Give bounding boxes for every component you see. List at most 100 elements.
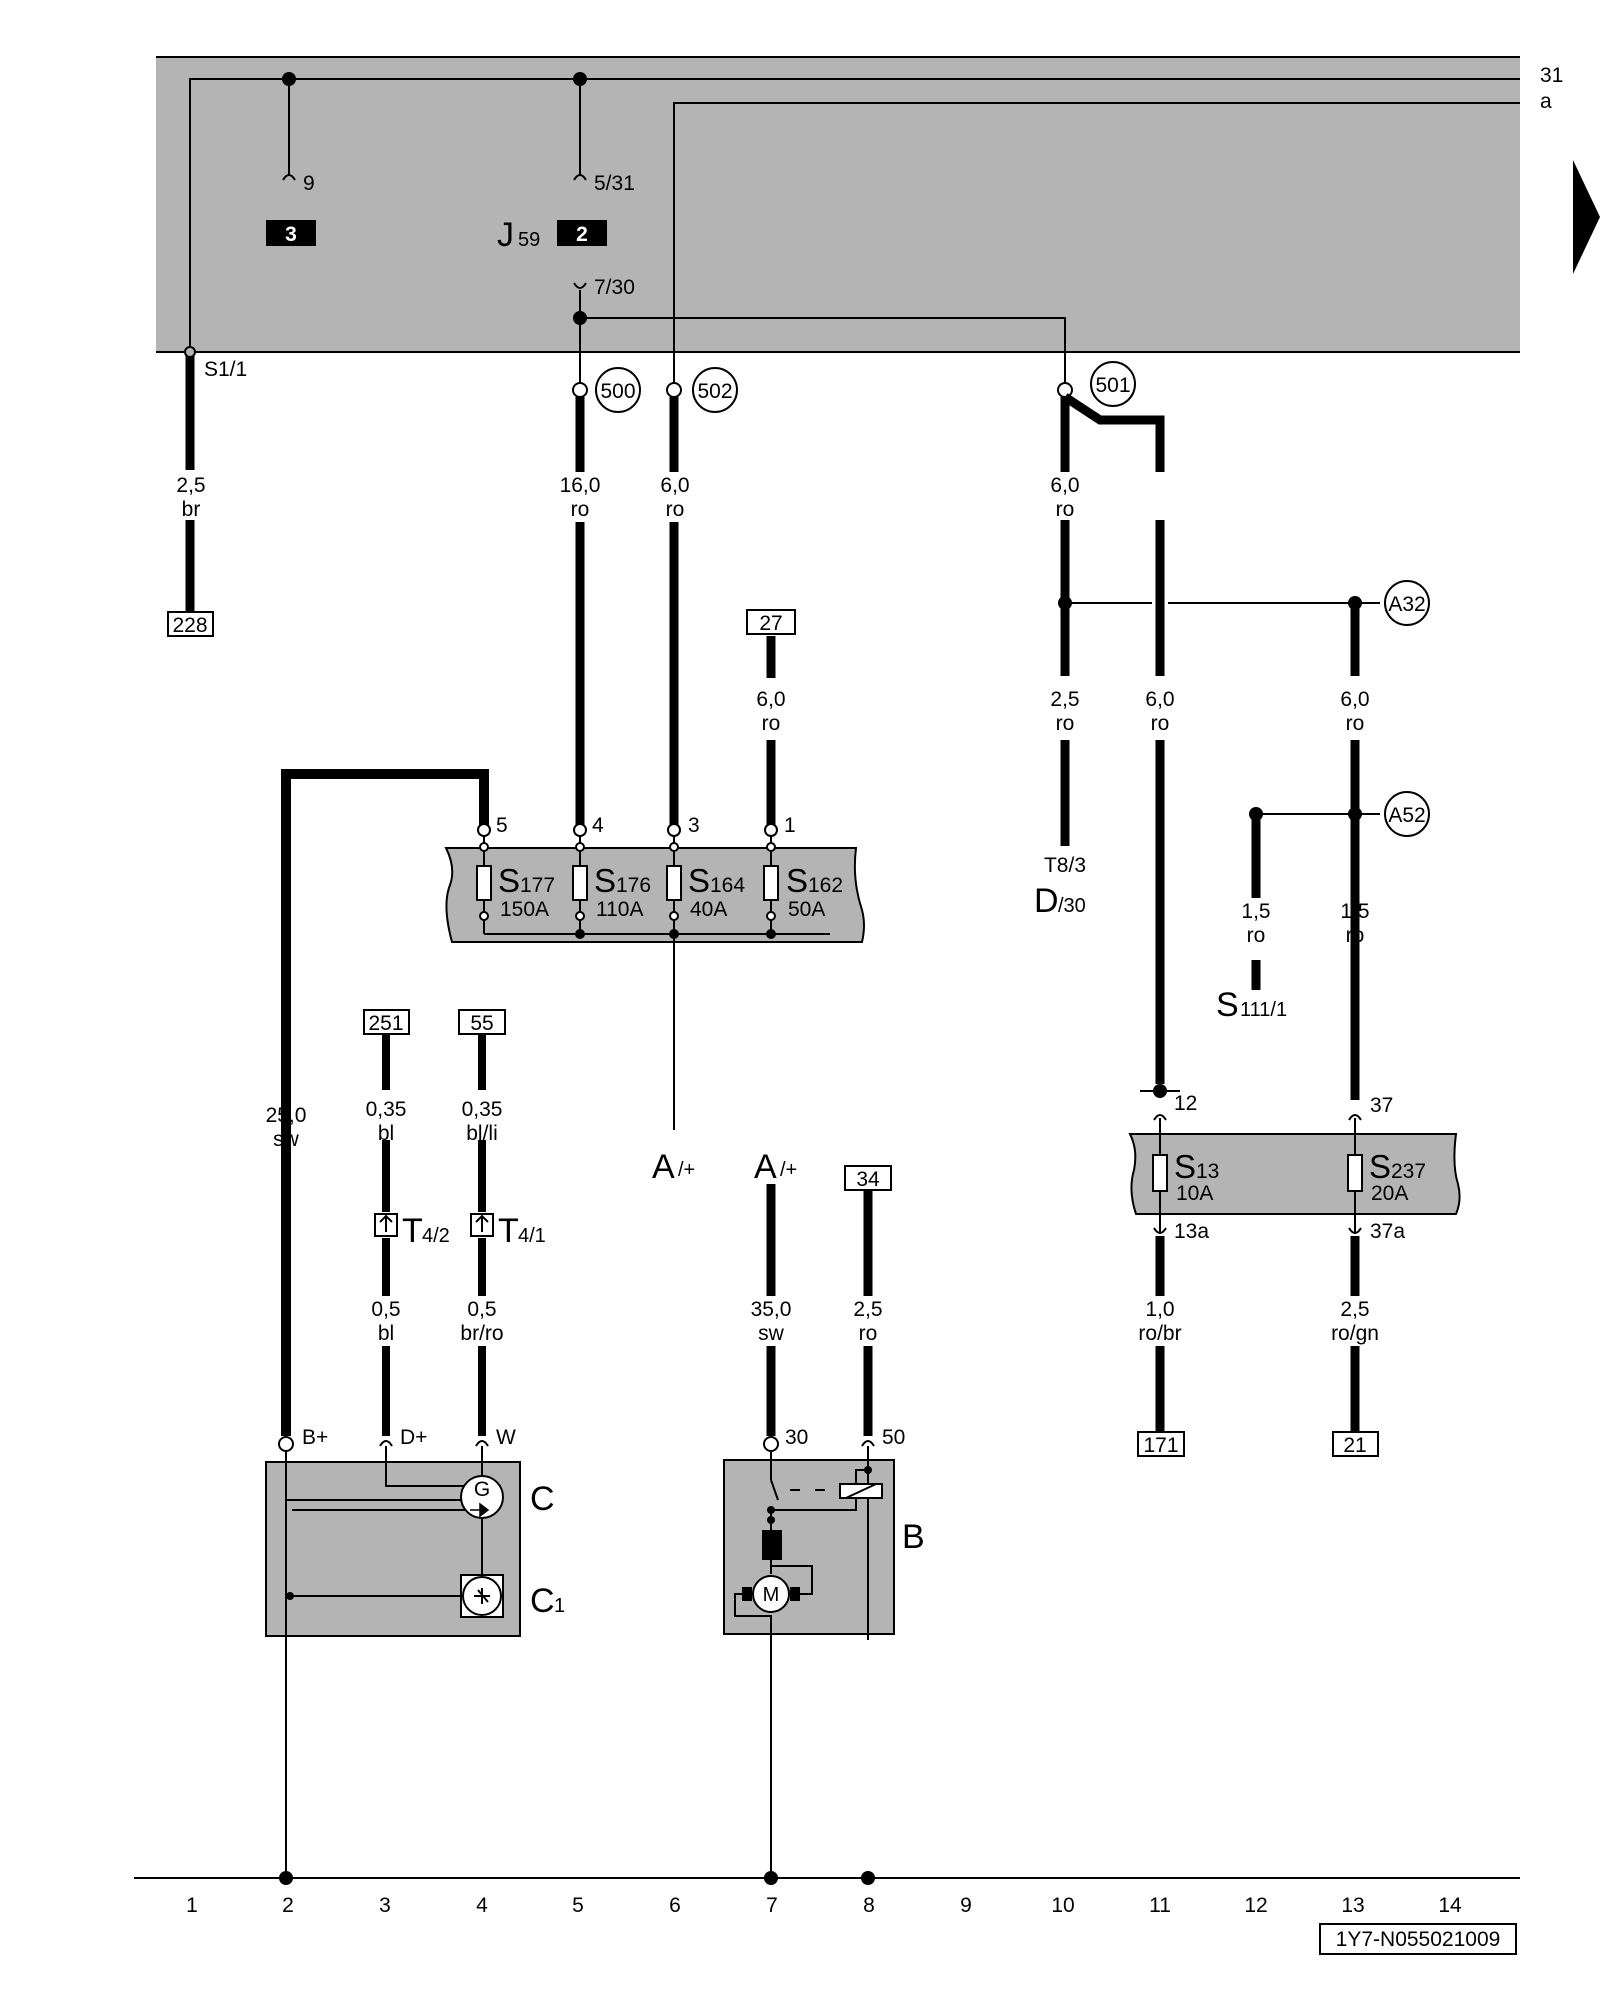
track-ruler: 1 2 3 4 5 6 7 8 9 10 11 12 13 14 — [186, 1894, 1462, 1917]
generator-symbol-text: G — [474, 1478, 490, 1501]
starter-label: B — [902, 1518, 925, 1556]
slot-2-badge — [557, 220, 607, 246]
connector-t4-1-icon — [470, 1213, 494, 1237]
pin-dplus-label: D+ — [400, 1426, 427, 1449]
wire-color-label: sw — [273, 1128, 300, 1151]
fuse-pin-label: 3 — [688, 814, 700, 837]
fuse-box-2 — [1128, 1084, 1461, 1234]
alternator-block[interactable] — [265, 1436, 521, 1878]
track-number: 2 — [282, 1894, 294, 1917]
junction-markers — [572, 361, 1136, 413]
ref-box-55[interactable] — [458, 1009, 506, 1035]
connector-d-letter: D — [1034, 882, 1059, 920]
fuse-sub: 13 — [1196, 1160, 1219, 1183]
wire-color-label: br/ro — [460, 1322, 503, 1345]
ref-251-text: 251 — [368, 1012, 403, 1035]
ref-55-text: 55 — [470, 1012, 493, 1035]
track-number: 11 — [1149, 1894, 1171, 1917]
wire-size-label: 1,0 — [1145, 1298, 1174, 1321]
wire-track-10-11-13 — [1058, 393, 1380, 1100]
pin-9-label: 9 — [303, 172, 315, 195]
wire-track-11-13-lower — [1155, 1236, 1360, 1432]
track-number: 3 — [379, 1894, 391, 1917]
ref-228-text: 228 — [172, 614, 207, 637]
wire-color-label: ro — [1247, 924, 1266, 947]
wire-color-label: ro/br — [1138, 1322, 1181, 1345]
ref-34-text: 34 — [856, 1168, 880, 1191]
pin-7-30-label: 7/30 — [594, 276, 635, 299]
fuse-letter: S — [1174, 1148, 1196, 1185]
wire-size-label: 6,0 — [1145, 688, 1174, 711]
fuse-pin-label: 5 — [496, 814, 508, 837]
ref-box-27[interactable] — [746, 609, 796, 635]
junction-500[interactable] — [595, 367, 641, 413]
fuse-pin-label: 4 — [592, 814, 604, 837]
wire-color-label: ro — [1346, 924, 1365, 947]
fuse-pin-label: 1 — [784, 814, 796, 837]
connector-t41-letter: T — [498, 1212, 519, 1250]
junction-501[interactable] — [1090, 361, 1136, 407]
junction-a52[interactable] — [1384, 791, 1430, 837]
wire-size-label: 2,5 — [853, 1298, 882, 1321]
ref-box-251[interactable] — [363, 1009, 410, 1035]
pin-bplus-label: B+ — [302, 1426, 328, 1449]
ref-171-text: 171 — [1143, 1434, 1178, 1457]
ref-box-171[interactable] — [1137, 1431, 1185, 1457]
fuse-rating: 40A — [690, 898, 727, 921]
ref-box-228[interactable] — [167, 611, 214, 637]
junction-502[interactable] — [692, 367, 738, 413]
fuse-s177[interactable] — [476, 823, 492, 934]
ref-21-text: 21 — [1343, 1434, 1366, 1457]
fuse-rating: 110A — [596, 898, 644, 921]
ref-box-21[interactable] — [1332, 1431, 1379, 1457]
regulator-sub: 1 — [554, 1595, 565, 1617]
feed-wires-fusebox-1 — [281, 397, 776, 1436]
wire-color-label: ro — [571, 498, 590, 521]
wire-color-label: ro — [1346, 712, 1365, 735]
slot-3-badge — [266, 220, 316, 246]
wire-color-label: ro — [1151, 712, 1170, 735]
junction-a32[interactable] — [1384, 580, 1430, 626]
fuse-s13[interactable] — [1152, 1118, 1168, 1232]
junction-a52-text: A52 — [1388, 804, 1425, 827]
connector-t42-sub: 4/2 — [422, 1225, 450, 1247]
wire-size-label: 6,0 — [1050, 474, 1079, 497]
fuse-letter: S — [1369, 1148, 1391, 1185]
track-number: 14 — [1438, 1894, 1462, 1917]
fuse-s176[interactable] — [572, 823, 588, 939]
fuse-pin-label: 37a — [1370, 1220, 1405, 1243]
pin-50-label: 50 — [882, 1426, 905, 1449]
wire-color-label: ro — [859, 1322, 878, 1345]
starter-block[interactable] — [723, 1436, 895, 1878]
pin-5-31-label: 5/31 — [594, 172, 635, 195]
ground-bus — [134, 1871, 1520, 1885]
motor-symbol-text: M — [763, 1584, 780, 1606]
pin-w-label: W — [496, 1426, 516, 1449]
connector-t4-2-icon — [374, 1213, 398, 1237]
wire-size-label: 0,35 — [366, 1098, 407, 1121]
junction-501-text: 501 — [1095, 374, 1130, 397]
wire-track-7-8 — [766, 1184, 873, 1436]
relay-panel — [156, 56, 1600, 390]
track-number: 4 — [476, 1894, 488, 1917]
fuse-s162[interactable] — [763, 823, 779, 939]
wire-size-label: 2,5 — [1050, 688, 1079, 711]
connector-a-letter: A — [754, 1148, 777, 1186]
alternator-label: C — [530, 1480, 555, 1518]
fuse-letter: S — [498, 862, 520, 899]
connector-t42-letter: T — [402, 1212, 423, 1250]
wire-size-label: 35,0 — [751, 1298, 792, 1321]
wire-color-label: bl — [378, 1322, 394, 1345]
wire-color-label: ro — [762, 712, 781, 735]
wire-size-label: 1,5 — [1340, 900, 1369, 923]
wire-size-label: 25,0 — [266, 1104, 307, 1127]
fuse-rating: 150A — [500, 898, 549, 921]
ref-box-34[interactable] — [844, 1165, 892, 1191]
wire-31-label: 31 — [1540, 64, 1563, 87]
fuse-pin-label: 13a — [1174, 1220, 1209, 1243]
wire-size-label: 0,5 — [371, 1298, 400, 1321]
fuse-s237[interactable] — [1347, 1118, 1363, 1232]
wire-color-label: br — [182, 498, 201, 521]
fuse-letter: S — [594, 862, 616, 899]
fuse-rating: 10A — [1176, 1182, 1213, 1205]
